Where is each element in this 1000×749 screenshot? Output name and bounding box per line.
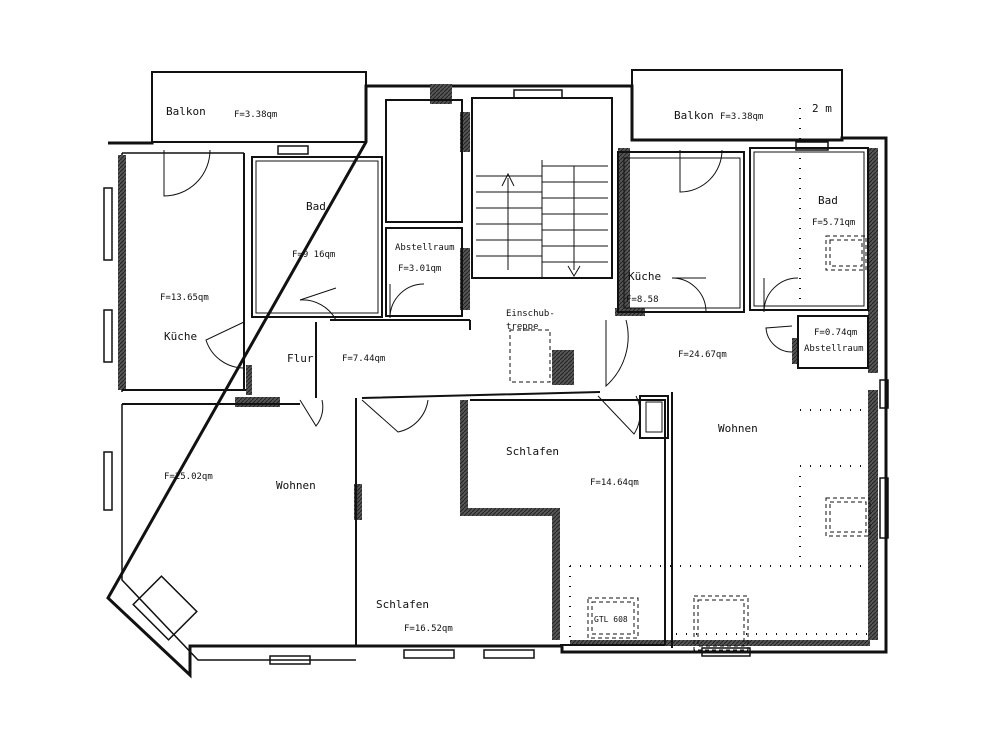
stairs [476,160,608,383]
bad-right-area: F=5.71qm [812,218,855,228]
wohnen-left-area: F=25.02qm [164,472,213,482]
abstell-right-label: Abstellraum [804,344,864,354]
bad-left-area: F=9 16qm [292,250,335,260]
bad-left-label: Bad [306,200,326,213]
flur-label: Flur [287,352,314,365]
dotted-lines [569,108,870,640]
wohnen-right-area: F=24.67qm [678,350,727,360]
abstell-left-area: F=3.01qm [398,264,441,274]
kueche-left-area: F=13.65qm [160,293,209,303]
wall-masonry [118,84,878,646]
room-labels: 2 m Balkon F=3.38qm Balkon F=3.38qm Bad … [160,102,864,634]
kueche-left-label: Küche [164,330,197,343]
schlafen-left-area: F=16.52qm [404,624,453,634]
bad-right-label: Bad [818,194,838,207]
windows [103,89,889,665]
flur-area: F=7.44qm [342,354,385,364]
abstell-right-area: F=0.74qm [814,328,857,338]
schlafen-mid-area: F=14.64qm [590,478,639,488]
fixtures [587,235,871,651]
wohnen-right-label: Wohnen [718,422,758,435]
kueche-right-label: Küche [628,270,661,283]
scale-label: 2 m [812,102,832,115]
einschub-label-1: Einschub- [506,309,555,319]
kueche-right-area: F=8.58 [626,295,659,305]
wohnen-left-label: Wohnen [276,479,316,492]
abstell-left-label: Abstellraum [395,243,455,253]
outer-walls [106,69,888,679]
balkon-left-label: Balkon [166,105,206,118]
balkon-left-area: F=3.38qm [234,110,277,120]
doors [163,149,799,435]
balkon-right-area: F=3.38qm [720,112,763,122]
schlafen-mid-label: Schlafen [506,445,559,458]
interior-walls [122,97,869,648]
einschub-label-2: treppe [506,322,539,332]
balkon-right-label: Balkon [674,109,714,122]
schlafen-left-label: Schlafen [376,598,429,611]
gtl-label: GTL 608 [594,615,628,624]
